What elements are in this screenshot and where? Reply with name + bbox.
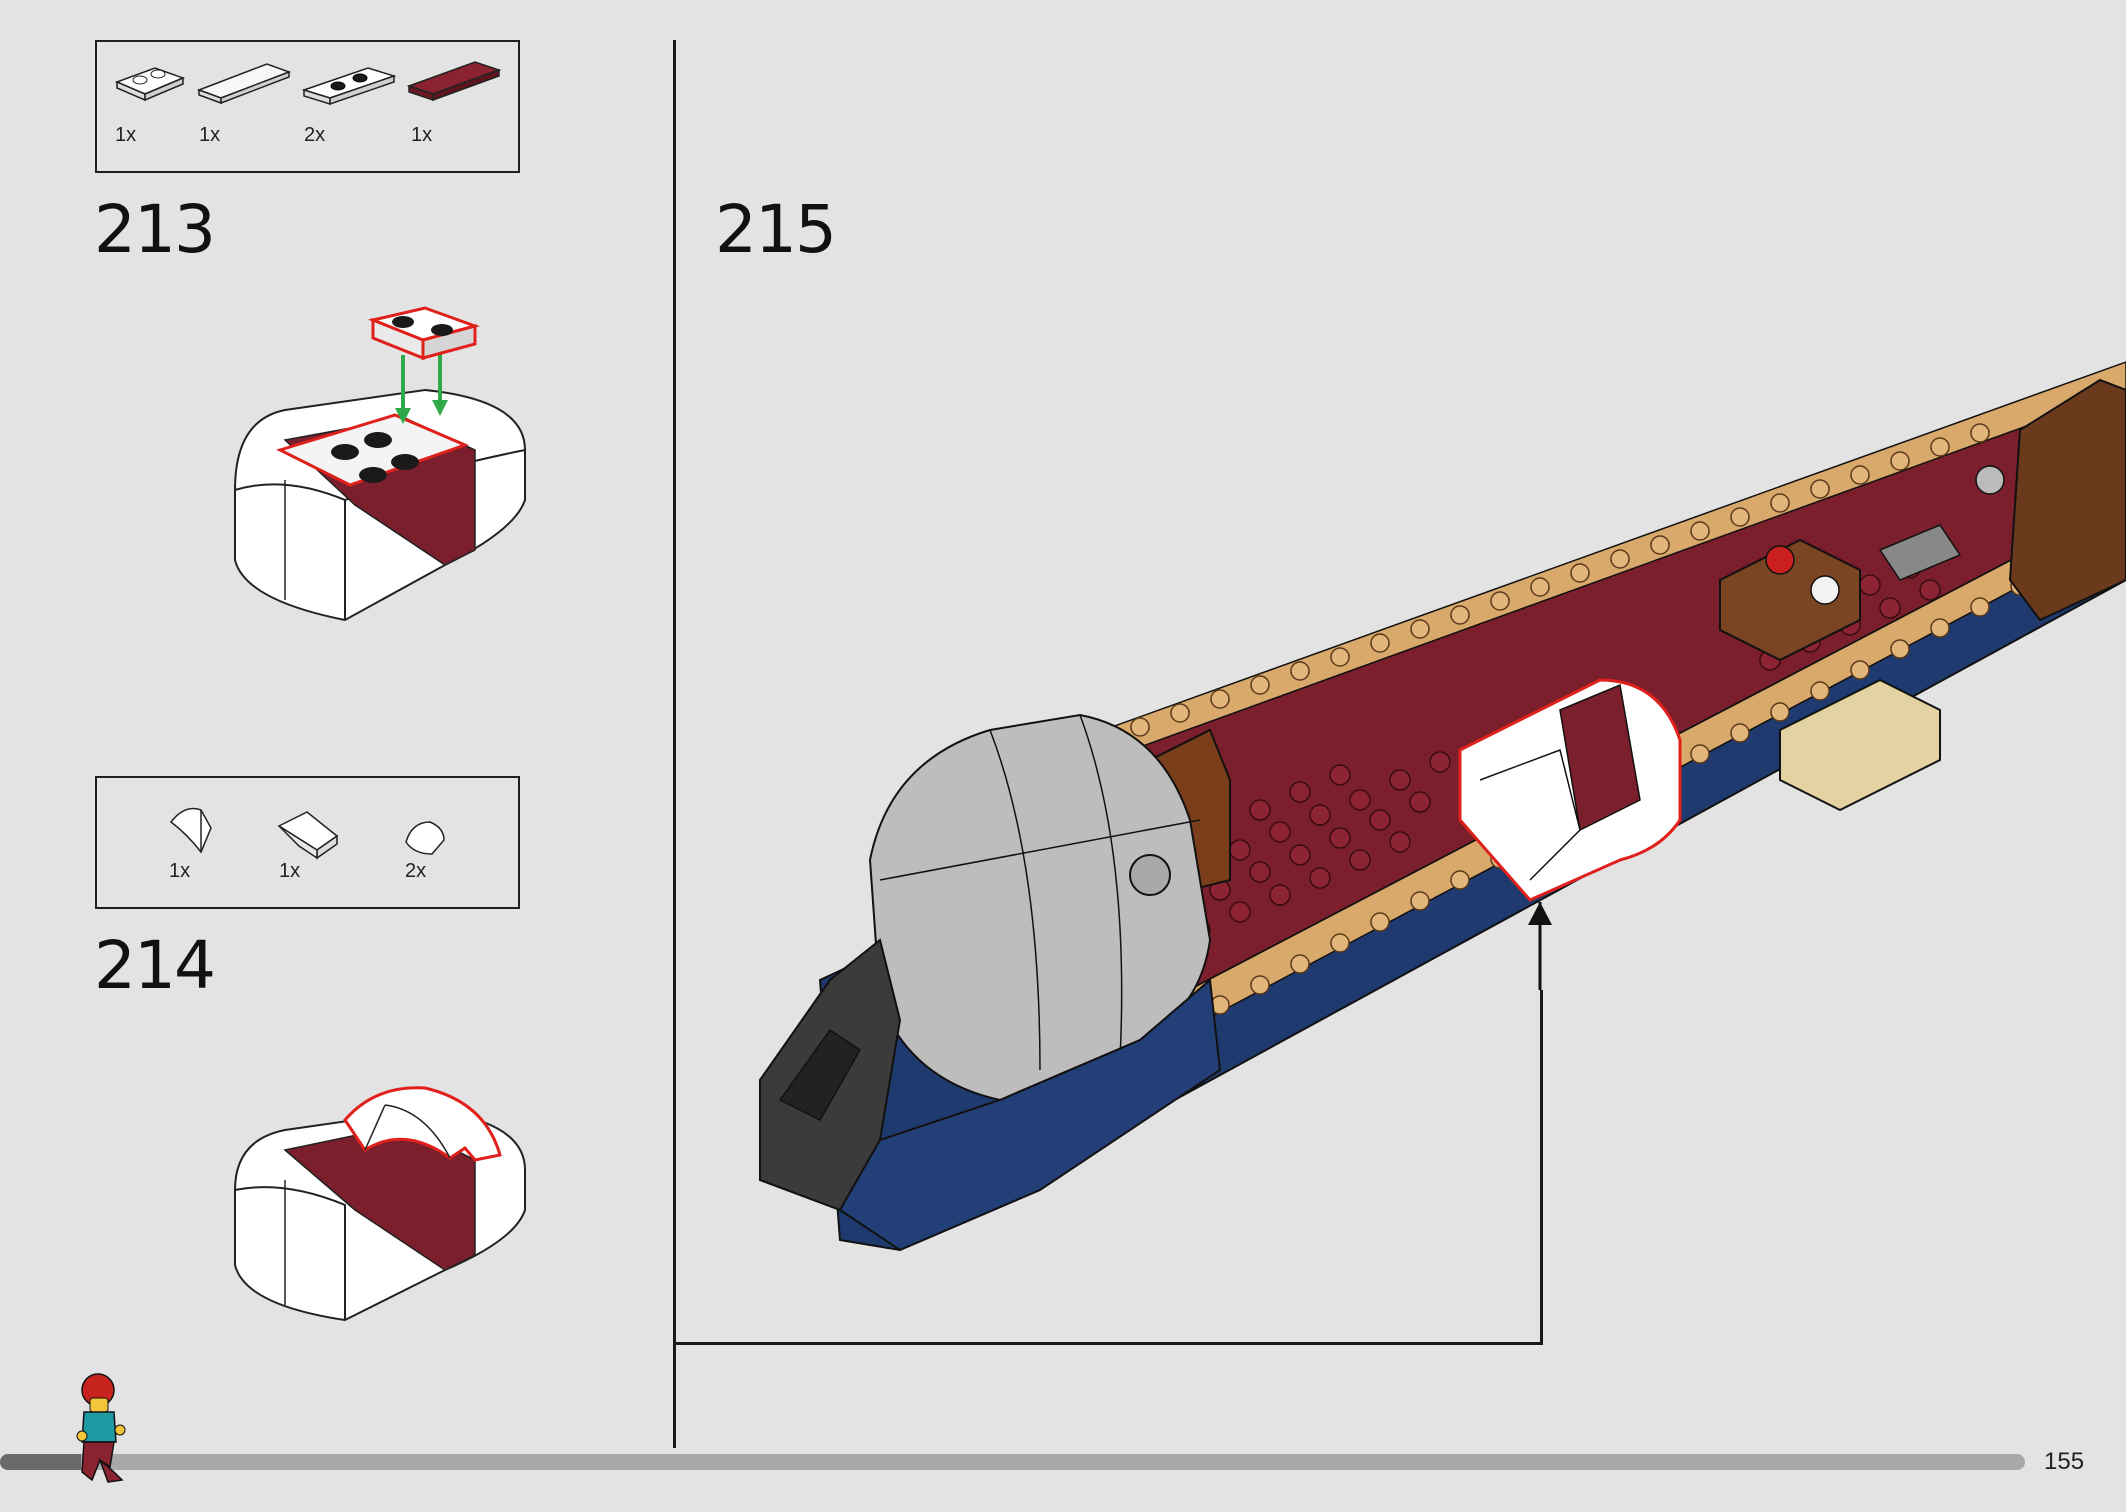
assembly-214-illustration <box>234 1086 526 1322</box>
progress-track <box>0 1454 2025 1470</box>
tile-1x4-dark-red-icon <box>406 61 502 102</box>
part-qty: 1x <box>115 124 137 146</box>
assembly-213-illustration <box>234 306 526 622</box>
part-qty: 1x <box>199 124 221 146</box>
step-number-213: 213 <box>94 191 216 268</box>
part-qty: 1x <box>411 124 433 146</box>
page-number: 155 <box>2044 1448 2085 1475</box>
parts-callout-214: 1x 1x 2x <box>95 776 520 909</box>
part-qty: 2x <box>405 860 427 882</box>
minifigure-walking-icon <box>76 1373 126 1483</box>
step-number-214: 214 <box>94 927 216 1004</box>
callout-connector-horizontal <box>675 1342 1543 1345</box>
wedge-white-icon <box>277 811 339 860</box>
callout-connector-vertical <box>1540 990 1543 1345</box>
slope-round-white-icon <box>405 821 445 855</box>
part-qty: 1x <box>279 860 301 882</box>
part-qty: 1x <box>169 860 191 882</box>
column-divider <box>673 40 676 1448</box>
progress-fill <box>0 1454 81 1470</box>
tile-1x4-white-icon <box>196 63 292 105</box>
plate-1x2-white-icon <box>114 67 186 102</box>
parts-callout-213: 1x 1x 2x 1x <box>95 40 520 173</box>
plate-1x2-jumper-white-icon <box>301 67 397 106</box>
step-number-215: 215 <box>715 191 837 268</box>
slope-curved-white-icon <box>169 807 212 854</box>
assembly-215-illustration <box>759 361 2126 1252</box>
part-qty: 2x <box>304 124 326 146</box>
